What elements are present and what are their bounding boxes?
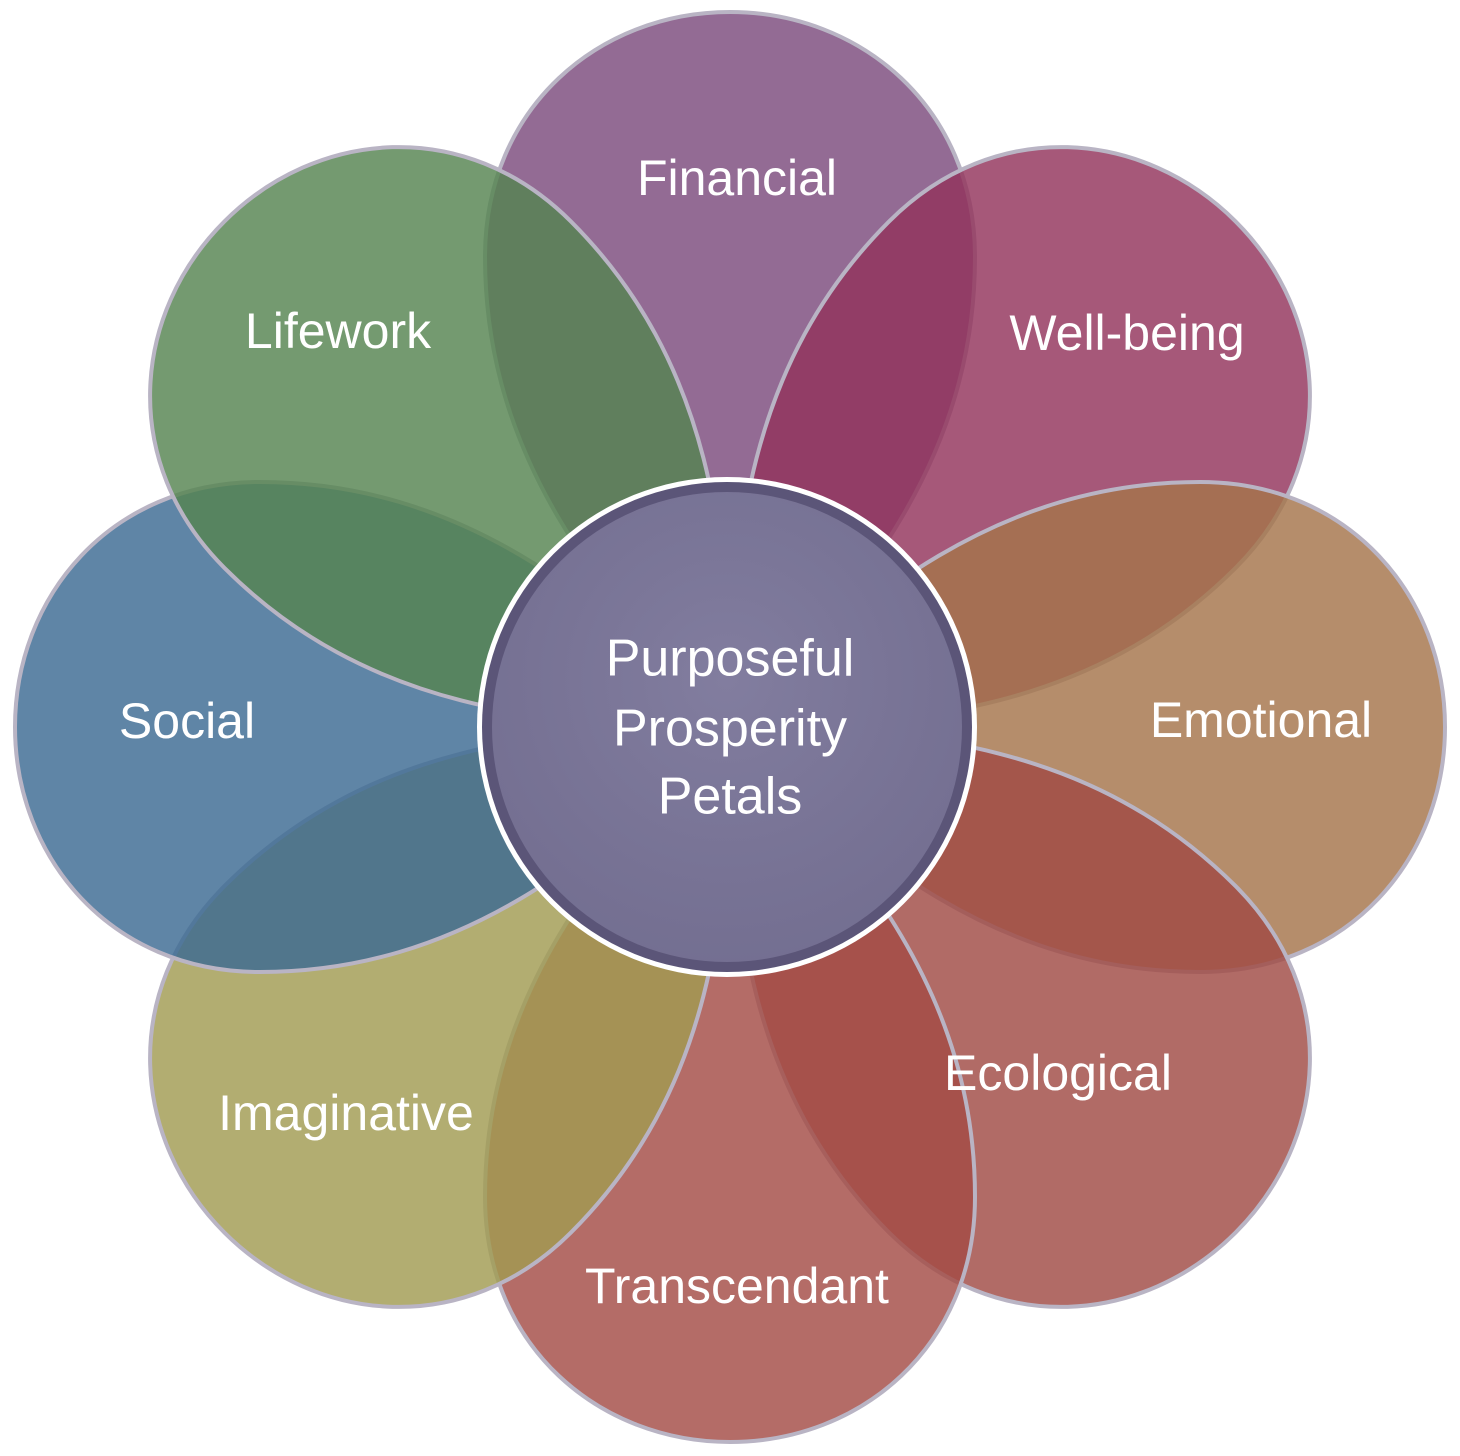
center-title-line-2: Prosperity xyxy=(613,700,847,758)
petal-label-emotional: Emotional xyxy=(1150,692,1372,748)
petal-labels: FinancialWell-beingEmotionalEcologicalTr… xyxy=(119,150,1372,1314)
petal-label-ecological: Ecological xyxy=(944,1045,1172,1101)
center-hub: Purposeful Prosperity Petals xyxy=(477,477,977,977)
center-title-line-3: Petals xyxy=(658,768,803,826)
petal-label-imaginative: Imaginative xyxy=(218,1085,474,1141)
center-shading xyxy=(492,492,962,962)
petal-label-transcendant: Transcendant xyxy=(585,1258,889,1314)
petal-label-lifework: Lifework xyxy=(245,303,432,359)
petal-label-well-being: Well-being xyxy=(1009,305,1244,361)
petal-label-financial: Financial xyxy=(637,150,837,206)
petal-label-social: Social xyxy=(119,693,255,749)
center-title-line-1: Purposeful xyxy=(606,630,855,688)
